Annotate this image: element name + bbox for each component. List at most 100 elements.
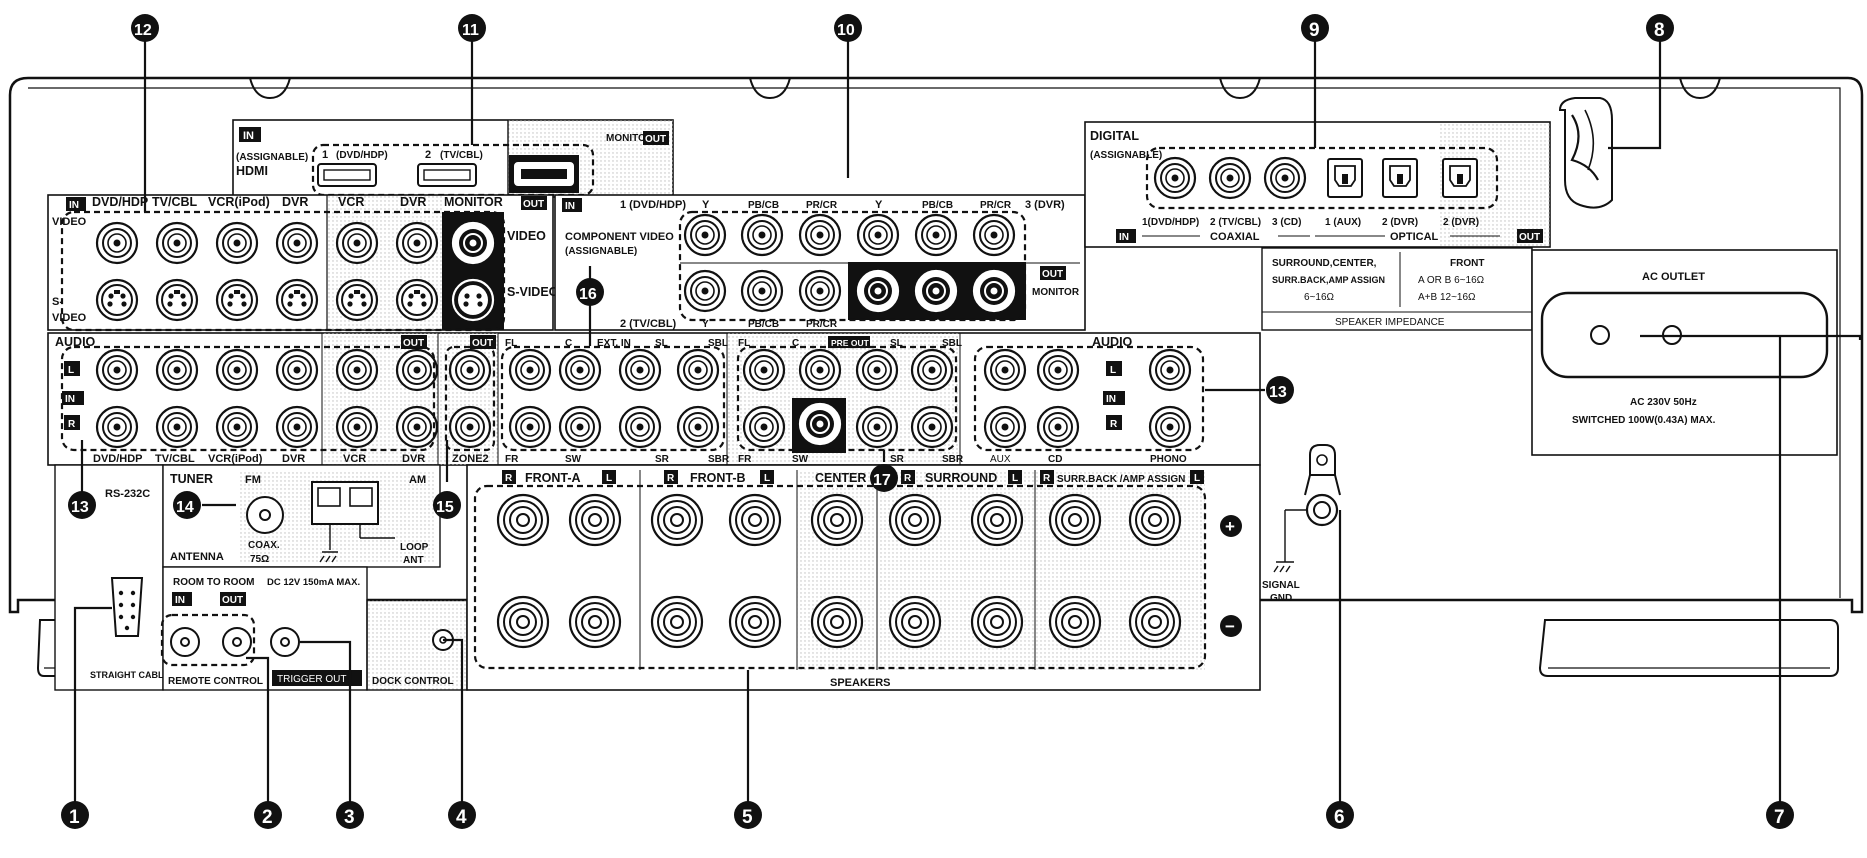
- spk-frontb-l-minus[interactable]: [728, 595, 782, 649]
- comp-jack-mon-pr[interactable]: [972, 269, 1016, 313]
- video-jack-dvr-in[interactable]: [275, 221, 319, 265]
- spk-fronta-r-minus[interactable]: [496, 595, 550, 649]
- comp-jack-3-pb[interactable]: [914, 213, 958, 257]
- spk-center-plus[interactable]: [810, 493, 864, 547]
- svideo-jack-dvr-out[interactable]: [395, 278, 439, 322]
- audio-l-aux[interactable]: [983, 348, 1027, 392]
- audio-l-tvcbl[interactable]: [155, 348, 199, 392]
- comp-jack-1-pr[interactable]: [798, 213, 842, 257]
- video-jack-dvd[interactable]: [95, 221, 139, 265]
- spk-r-surrback: R: [1043, 473, 1051, 484]
- speakers-section: R FRONT-A L R FRONT-B L CENTER R SURROUN…: [466, 464, 1261, 691]
- ext-in-sbl[interactable]: [676, 348, 720, 392]
- spk-frontb-r-plus[interactable]: [650, 493, 704, 547]
- spk-surrback-r-plus[interactable]: [1048, 493, 1102, 547]
- spk-surrback-l-minus[interactable]: [1128, 595, 1182, 649]
- pre-out-fr[interactable]: [742, 405, 786, 449]
- audio-r-cd[interactable]: [1036, 405, 1080, 449]
- spk-surround-l-plus[interactable]: [970, 493, 1024, 547]
- audio-l-dvr-in[interactable]: [275, 348, 319, 392]
- comp-jack-2-pb[interactable]: [740, 269, 784, 313]
- spk-fronta-r-plus[interactable]: [496, 493, 550, 547]
- ext-in-fr[interactable]: [508, 405, 552, 449]
- spk-group-2: CENTER: [815, 471, 866, 485]
- optical-jack-1[interactable]: [1327, 158, 1363, 198]
- hdmi-in2-port[interactable]: [417, 163, 477, 187]
- component-row2-label-3: Y: [875, 319, 882, 330]
- spk-surround-l-minus[interactable]: [970, 595, 1024, 649]
- spk-frontb-l-plus[interactable]: [728, 493, 782, 547]
- ext-in-fl[interactable]: [508, 348, 552, 392]
- svideo-jack-vcr-out[interactable]: [335, 278, 379, 322]
- coax-jack-3[interactable]: [1263, 156, 1307, 200]
- pre-out-sl[interactable]: [855, 348, 899, 392]
- audio-r-aux[interactable]: [983, 405, 1027, 449]
- svideo-jack-vcr-in[interactable]: [215, 278, 259, 322]
- video-jack-tvcbl[interactable]: [155, 221, 199, 265]
- ext-in-sl[interactable]: [618, 348, 662, 392]
- callout-3: 3: [344, 807, 355, 828]
- optical-jack-2[interactable]: [1382, 158, 1418, 198]
- audio-l-phono[interactable]: [1148, 348, 1192, 392]
- pre-out-sr[interactable]: [855, 405, 899, 449]
- optical-jack-out[interactable]: [1442, 158, 1478, 198]
- hdmi-in1-port[interactable]: [317, 163, 377, 187]
- spk-center-minus[interactable]: [810, 595, 864, 649]
- component-row2-label-4: PB/CB: [922, 319, 953, 330]
- spk-frontb-r-minus[interactable]: [650, 595, 704, 649]
- spk-surrback-r-minus[interactable]: [1048, 595, 1102, 649]
- ext-in-sr[interactable]: [618, 405, 662, 449]
- spk-fronta-l-minus[interactable]: [568, 595, 622, 649]
- pre-out-fl[interactable]: [742, 348, 786, 392]
- pre-out-c[interactable]: [798, 348, 842, 392]
- digital-optical-label: OPTICAL: [1390, 231, 1439, 243]
- audio-l-vcr-out[interactable]: [335, 348, 379, 392]
- svideo-jack-monitor[interactable]: [451, 278, 495, 322]
- spk-surround-r-plus[interactable]: [888, 493, 942, 547]
- spk-surround-r-minus[interactable]: [888, 595, 942, 649]
- video-jack-vcr-out[interactable]: [335, 221, 379, 265]
- comp-jack-2-y[interactable]: [683, 269, 727, 313]
- audio-l-cd[interactable]: [1036, 348, 1080, 392]
- comp-jack-mon-y[interactable]: [856, 269, 900, 313]
- spk-fronta-l-plus[interactable]: [568, 493, 622, 547]
- ext-in-c[interactable]: [558, 348, 602, 392]
- coax-jack-2[interactable]: [1208, 156, 1252, 200]
- audio-r-tvcbl[interactable]: [155, 405, 199, 449]
- video-jack-dvr-out[interactable]: [395, 221, 439, 265]
- audio-r-vcr-in[interactable]: [215, 405, 259, 449]
- audio-r-dvr-out[interactable]: [395, 405, 439, 449]
- svideo-right-label: S-VIDEO: [507, 285, 559, 299]
- audio-r-phono[interactable]: [1148, 405, 1192, 449]
- pre-out-sbl[interactable]: [910, 348, 954, 392]
- comp-jack-3-pr[interactable]: [972, 213, 1016, 257]
- tuner-ant: ANT: [403, 555, 424, 566]
- audio-l-vcr-in[interactable]: [215, 348, 259, 392]
- svideo-jack-dvd[interactable]: [95, 278, 139, 322]
- comp-jack-mon-pb[interactable]: [914, 269, 958, 313]
- audio-r-dvr-in[interactable]: [275, 405, 319, 449]
- video-jack-monitor[interactable]: [451, 221, 495, 265]
- audio-in-tag: IN: [65, 394, 75, 405]
- pre-out-sw[interactable]: [798, 402, 842, 446]
- audio-l-dvd[interactable]: [95, 348, 139, 392]
- svideo-jack-tvcbl[interactable]: [155, 278, 199, 322]
- comp-jack-1-pb[interactable]: [740, 213, 784, 257]
- svideo-jack-dvr-in[interactable]: [275, 278, 319, 322]
- spk-surrback-l-plus[interactable]: [1128, 493, 1182, 547]
- ext-in-sbr[interactable]: [676, 405, 720, 449]
- audio-r-vcr-out[interactable]: [335, 405, 379, 449]
- comp-jack-3-y[interactable]: [856, 213, 900, 257]
- coax-jack-1[interactable]: [1153, 156, 1197, 200]
- audio-r-zone2[interactable]: [448, 405, 492, 449]
- audio-r-dvd[interactable]: [95, 405, 139, 449]
- audio-bottom-2: VCR(iPod): [208, 453, 263, 465]
- pre-out-sbr[interactable]: [910, 405, 954, 449]
- audio-l-dvr-out[interactable]: [395, 348, 439, 392]
- ext-in-sw[interactable]: [558, 405, 602, 449]
- component-row2-source: 2 (TV/CBL): [620, 318, 677, 330]
- comp-jack-1-y[interactable]: [683, 213, 727, 257]
- audio-l-zone2[interactable]: [448, 348, 492, 392]
- comp-jack-2-pr[interactable]: [798, 269, 842, 313]
- video-jack-vcr-in[interactable]: [215, 221, 259, 265]
